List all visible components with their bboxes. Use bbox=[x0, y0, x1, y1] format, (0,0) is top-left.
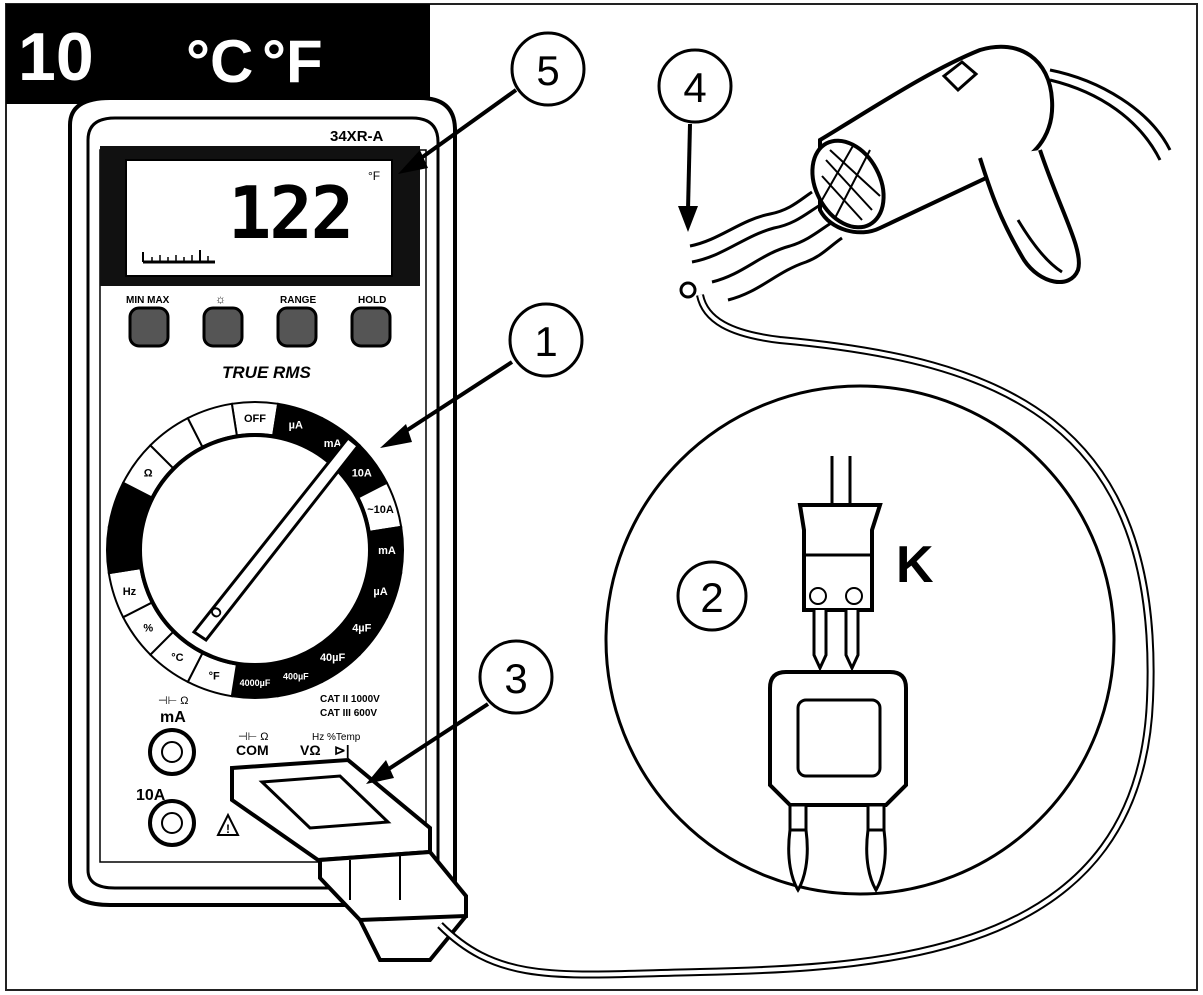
ma-jack-label: mA bbox=[160, 709, 186, 726]
callout-4: 4 bbox=[657, 48, 733, 232]
callout-1: 1 bbox=[380, 302, 584, 448]
ma-jack[interactable] bbox=[148, 728, 196, 776]
ma-jack-symbol-icon: ⊣⊢ Ω bbox=[158, 695, 188, 707]
lcd-reading: 122 bbox=[228, 171, 352, 255]
true-rms-label: TRUE RMS bbox=[222, 363, 311, 382]
meter-model: 34XR-A bbox=[330, 128, 384, 145]
dial-position-label: OFF bbox=[244, 413, 266, 425]
lcd-display bbox=[125, 159, 393, 277]
dial-position-label: µA bbox=[289, 419, 303, 431]
step-number: 10 bbox=[18, 19, 94, 95]
dial-pointer bbox=[191, 435, 361, 643]
button-label-range: RANGE bbox=[280, 295, 316, 306]
dial-segment[interactable] bbox=[106, 525, 142, 575]
dial-ring: OFF µA mA 10A ~10A mA µA 4µF 40µF 400µF 4000µF °F °C… bbox=[106, 401, 404, 699]
svg-text:1: 1 bbox=[534, 318, 557, 365]
banana-pin bbox=[865, 828, 887, 893]
dial-position-label: °F bbox=[209, 671, 220, 683]
dial-position-label: ~10A bbox=[367, 504, 394, 516]
min-max-button[interactable] bbox=[128, 306, 170, 348]
rotary-dial[interactable]: OFF µA mA 10A ~10A mA µA 4µF 40µF 400µF 4000µF °F °C… bbox=[106, 401, 404, 699]
dial-position-label: mA bbox=[324, 438, 342, 450]
probe-tip bbox=[679, 281, 697, 299]
celsius-label: °C bbox=[186, 28, 253, 95]
svg-text:3: 3 bbox=[504, 655, 527, 702]
plug-screw-icon bbox=[845, 587, 863, 605]
step-header: 10 °C °F bbox=[6, 4, 430, 104]
fahrenheit-label: °F bbox=[262, 28, 323, 95]
callout-3: 3 bbox=[366, 639, 554, 784]
range-button[interactable] bbox=[276, 306, 318, 348]
plug-screw-icon bbox=[809, 587, 827, 605]
dial-position-label: Ω bbox=[144, 467, 153, 479]
multimeter: 34XR-A 122 °F MIN MAX ☼ RANGE HOLD bbox=[68, 96, 468, 962]
button-label-backlight: ☼ bbox=[215, 292, 226, 306]
svg-text:5: 5 bbox=[536, 47, 559, 94]
dial-position-label: mA bbox=[378, 545, 396, 557]
volt-jack-label: VΩ bbox=[300, 742, 321, 758]
svg-text:2: 2 bbox=[700, 574, 723, 621]
amp-jack[interactable] bbox=[148, 799, 196, 847]
svg-text:4: 4 bbox=[683, 64, 706, 111]
button-label-min-max: MIN MAX bbox=[126, 295, 170, 306]
dial-position-label: 4000µF bbox=[240, 678, 271, 688]
lcd-unit: °F bbox=[368, 169, 380, 183]
dial-position-label: µA bbox=[373, 586, 387, 598]
banana-pin bbox=[787, 828, 809, 893]
amp-jack-label: 10A bbox=[136, 787, 166, 804]
com-jack-label: COM bbox=[236, 742, 269, 758]
rating-cat-ii: CAT II 1000V bbox=[320, 694, 380, 705]
dial-position-label: 40µF bbox=[320, 652, 346, 664]
heat-gun-grille-icon bbox=[821, 143, 881, 221]
detail-circle: K bbox=[604, 384, 1116, 896]
heat-gun bbox=[810, 44, 1172, 284]
dial-position-label: Hz bbox=[123, 586, 137, 598]
callout-2: 2 bbox=[676, 560, 748, 632]
dial-position-label: °C bbox=[171, 652, 183, 664]
step-header-background bbox=[6, 4, 430, 104]
rating-cat-iii: CAT III 600V bbox=[320, 708, 377, 719]
svg-text:!: ! bbox=[226, 822, 230, 836]
dial-position-label: % bbox=[143, 623, 153, 635]
thermocouple-type-label: K bbox=[896, 536, 934, 594]
lcd-bargraph bbox=[142, 250, 215, 264]
backlight-button[interactable] bbox=[202, 306, 244, 348]
dial-position-label: 400µF bbox=[283, 672, 309, 682]
button-label-hold: HOLD bbox=[358, 295, 386, 306]
diode-icon: ⊳| bbox=[334, 742, 350, 758]
probe-cable bbox=[438, 294, 1153, 977]
input-jacks: ⊣⊢ Ω mA 10A ! ⊣⊢ Ω COM Hz %Temp VΩ ⊳| bbox=[136, 695, 361, 847]
dial-position-label: 10A bbox=[352, 467, 372, 479]
warning-icon bbox=[216, 812, 240, 836]
com-jack-symbol-icon: ⊣⊢ Ω bbox=[238, 731, 268, 743]
dial-position-label: 4µF bbox=[352, 623, 371, 635]
diagram-frame bbox=[5, 3, 1198, 991]
callout-5: 5 bbox=[398, 31, 586, 174]
thermocouple-adapter-plugged bbox=[230, 757, 468, 962]
heat-waves bbox=[689, 190, 843, 302]
button-row: MIN MAX ☼ RANGE HOLD bbox=[126, 292, 392, 348]
volt-jack-symbol-icon: Hz %Temp bbox=[312, 732, 361, 743]
hold-button[interactable] bbox=[350, 306, 392, 348]
k-type-plug bbox=[797, 503, 883, 612]
